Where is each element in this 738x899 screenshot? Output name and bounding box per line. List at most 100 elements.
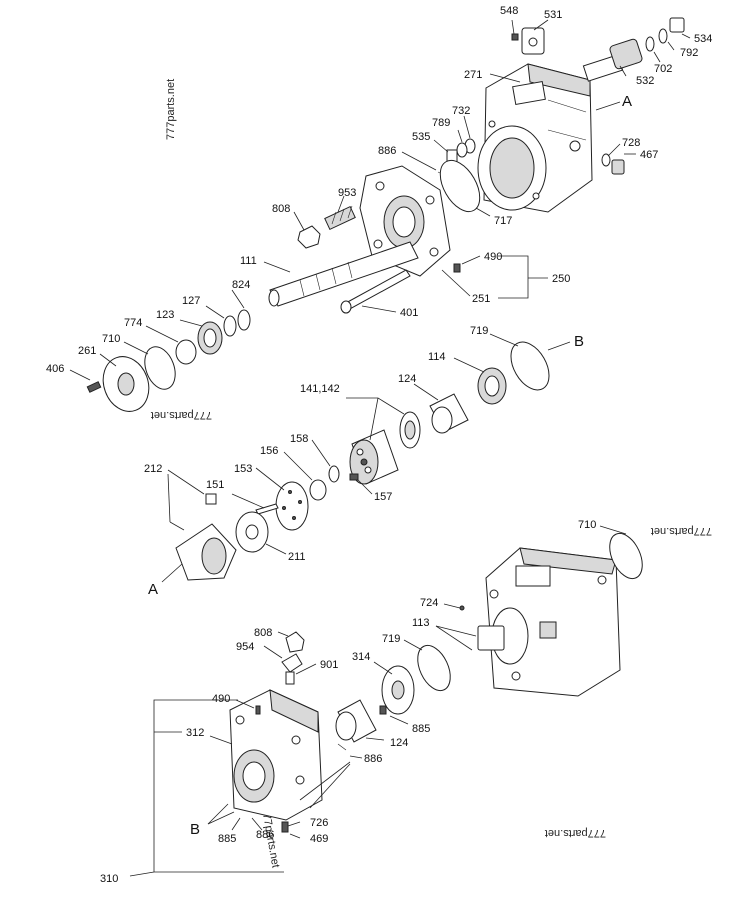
snap-ring-824 (237, 309, 251, 331)
label-719-top: 719 (470, 325, 488, 337)
o-ring-792 (658, 28, 668, 44)
label-A-bottom: A (148, 581, 158, 598)
label-535: 535 (412, 131, 430, 143)
label-211: 211 (288, 551, 306, 563)
label-534: 534 (694, 33, 712, 45)
bearing-124-top (429, 393, 469, 434)
label-B-top: B (574, 333, 584, 350)
label-532: 532 (636, 75, 654, 87)
label-726: 726 (310, 817, 328, 829)
swash-plate-212 (175, 493, 237, 581)
label-886-top: 886 (378, 145, 396, 157)
label-158: 158 (290, 433, 308, 445)
label-885-bottom: 885 (218, 833, 236, 845)
label-469: 469 (310, 833, 328, 845)
label-724: 724 (420, 597, 438, 609)
part-labels: 548 531 534 792 702 532 271 A 732 789 53… (46, 5, 712, 885)
pin-886-bottom (337, 743, 347, 751)
label-111: 111 (240, 255, 257, 267)
nut-808-top (297, 225, 321, 249)
watermark-right: 777parts.net (651, 525, 712, 537)
cylinder-block (349, 429, 399, 485)
bolt-401 (340, 269, 411, 314)
label-954: 954 (236, 641, 254, 653)
label-886-b2: 886 (256, 829, 274, 841)
label-774: 774 (124, 317, 142, 329)
label-808-top: 808 (272, 203, 290, 215)
pin-724 (459, 605, 465, 611)
o-ring-789 (456, 142, 468, 158)
label-885-mid: 885 (412, 723, 430, 735)
label-406: 406 (46, 363, 64, 375)
plug-490-bottom (255, 705, 261, 715)
pump-casing-271 (477, 63, 593, 213)
o-ring-728 (601, 153, 611, 167)
watermark-bottom-right: 777parts.net (545, 827, 606, 839)
label-141-142: 141,142 (300, 383, 340, 395)
label-124-top: 124 (398, 373, 416, 385)
plug-534 (669, 17, 685, 33)
label-953: 953 (338, 187, 356, 199)
roller-bearing-123 (197, 321, 223, 355)
label-156: 156 (260, 445, 278, 457)
label-151: 151 (206, 479, 224, 491)
nut-808-bottom (285, 631, 305, 653)
bearing-124-bottom (335, 699, 377, 743)
label-271: 271 (464, 69, 482, 81)
label-310: 310 (100, 873, 118, 885)
spring-953 (324, 205, 356, 231)
o-ring-702 (645, 36, 655, 52)
label-401: 401 (400, 307, 418, 319)
label-808-bottom: 808 (254, 627, 272, 639)
label-792: 792 (680, 47, 698, 59)
spring-seat-158 (328, 465, 340, 483)
label-124-bottom: 124 (390, 737, 408, 749)
drive-shaft-111 (268, 241, 419, 307)
label-886-bottom: 886 (364, 753, 382, 765)
label-261: 261 (78, 345, 96, 357)
label-251: 251 (472, 293, 490, 305)
plug-901 (285, 671, 295, 685)
label-710-top: 710 (102, 333, 120, 345)
spring-954 (281, 653, 303, 673)
label-114: 114 (428, 351, 446, 363)
label-728: 728 (622, 137, 640, 149)
label-789: 789 (432, 117, 450, 129)
watermark-flange: 777parts.net (151, 409, 212, 421)
valve-plate-314 (381, 665, 415, 715)
o-ring-719-bottom (417, 644, 451, 692)
label-732: 732 (452, 105, 470, 117)
valve-block-251 (359, 165, 451, 277)
label-719-bottom: 719 (382, 633, 400, 645)
shoe-plate-211 (235, 511, 269, 553)
label-312: 312 (186, 727, 204, 739)
needle-bearing-114 (477, 367, 507, 405)
label-548: 548 (500, 5, 518, 17)
spacer-127 (223, 315, 237, 337)
label-B-bottom: B (190, 821, 200, 838)
bolt-469 (281, 821, 289, 833)
o-ring-719-top (510, 341, 550, 391)
piston-151 (255, 503, 279, 515)
label-127: 127 (182, 295, 200, 307)
fitting-532 (582, 38, 643, 82)
label-717: 717 (494, 215, 512, 227)
plug-548-and-block-531 (511, 27, 545, 55)
label-113: 113 (412, 617, 430, 629)
holder-156 (309, 479, 327, 501)
label-157: 157 (374, 491, 392, 503)
label-824: 824 (232, 279, 250, 291)
label-212: 212 (144, 463, 162, 475)
valve-plate-141-142 (399, 411, 421, 449)
valve-block-312 (229, 689, 323, 821)
label-467: 467 (640, 149, 658, 161)
plug-490-top (453, 263, 461, 273)
plug-467 (611, 159, 625, 175)
label-901: 901 (320, 659, 338, 671)
watermark-top-left: 777parts.net (165, 79, 177, 140)
label-314: 314 (352, 651, 370, 663)
pin-885-mid (379, 705, 387, 715)
leader-lines (69, 19, 691, 877)
oil-seal-774 (175, 339, 197, 365)
o-ring-710-bottom (609, 532, 643, 580)
